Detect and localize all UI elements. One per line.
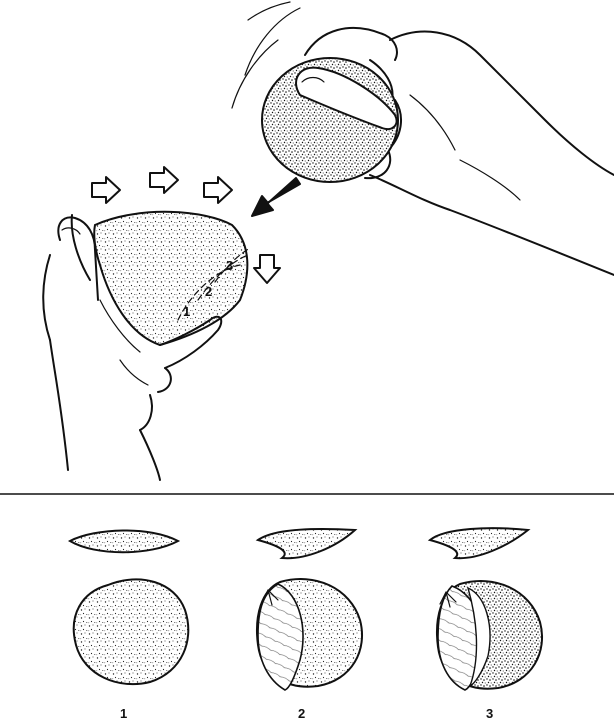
stage-3-profile <box>430 528 528 558</box>
stage-1-plan <box>74 579 189 684</box>
stage-2-profile <box>258 529 355 558</box>
core-stone <box>94 212 247 345</box>
rotation-arrows-icon <box>92 167 232 203</box>
stage-2-label: 2 <box>298 706 305 721</box>
stage-3: 3 <box>430 528 542 721</box>
stage-1-label: 1 <box>120 706 127 721</box>
hammerstone-hand <box>232 2 614 275</box>
core-hand <box>43 212 250 480</box>
stage-2: 2 <box>257 529 362 721</box>
stage-3-label: 3 <box>486 706 493 721</box>
stage-1: 1 <box>70 530 188 721</box>
flake-drop-arrow-icon <box>254 255 280 283</box>
removal-label-3: 3 <box>226 258 233 273</box>
removal-label-1: 1 <box>183 304 190 319</box>
bottom-panel: 1 2 3 <box>70 528 542 721</box>
top-panel: 1 2 3 <box>43 2 614 480</box>
stage-1-profile <box>70 530 178 552</box>
strike-arrow-icon <box>252 178 300 216</box>
removal-label-2: 2 <box>205 284 212 299</box>
